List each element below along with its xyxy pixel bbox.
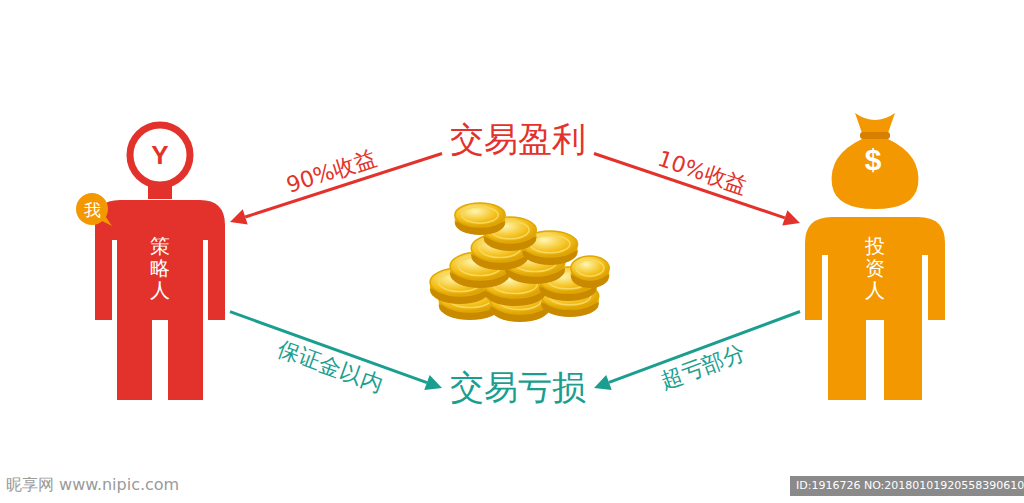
head-symbol: Y <box>151 140 168 171</box>
watermark-bar <box>790 476 1024 496</box>
text-node: 交易亏损 <box>442 361 594 415</box>
text-node: 交易盈利 <box>442 113 594 167</box>
node-title: 交易盈利 <box>450 117 586 163</box>
arrowhead <box>594 375 612 390</box>
head-symbol: $ <box>865 143 882 177</box>
watermark: ID:1916726 NO:20180101920558390610 <box>796 479 1024 492</box>
coin-stack <box>430 203 609 322</box>
coin-rim <box>576 260 604 276</box>
coin-face <box>455 203 505 227</box>
coin-rim <box>462 207 498 223</box>
watermark: 昵享网 www.nipic.com <box>6 475 179 496</box>
edge-label: 10%收益 <box>653 144 751 202</box>
coin-face <box>571 256 609 280</box>
arrowhead <box>424 375 442 390</box>
edge-label: 保证金以内 <box>273 334 387 399</box>
edge-label: 90%收益 <box>282 144 380 201</box>
arrowhead <box>230 209 248 224</box>
arrowhead <box>782 210 800 225</box>
node-title: 交易亏损 <box>450 365 586 411</box>
figure-label: 投资人 <box>865 235 885 301</box>
figure-label: 策略人 <box>150 235 170 301</box>
figure-label: 我 <box>84 199 101 222</box>
figure-node: 我 <box>74 192 114 228</box>
